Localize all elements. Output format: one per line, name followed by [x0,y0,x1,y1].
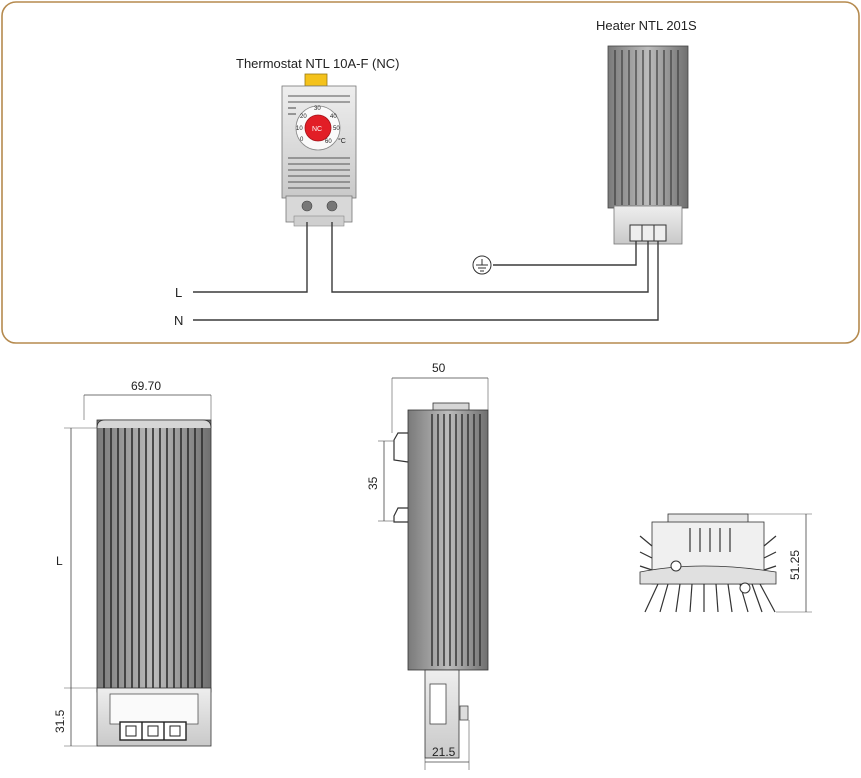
thermostat-terminal-left [301,200,313,212]
heater-terminal-block [629,224,667,242]
front-view-fins [103,428,203,688]
neutral-label: N [174,313,183,328]
line-label: L [175,285,182,300]
dim-terminal-height: 31.5 [53,709,67,733]
thermostat-label: Thermostat NTL 10A-F (NC) [236,56,400,71]
thermostat: NC 0 10 20 30 40 50 60 °C [281,73,357,227]
dim-clip-spacing: 35 [366,476,380,490]
end-view-screw-left [670,560,682,572]
dial-scale-50: 50 [333,126,340,132]
wiring-frame [1,1,860,344]
end-view-screw-right [739,582,751,594]
dial-scale-60: 60 [325,139,332,145]
heater-fins [614,50,679,205]
end-view-fins [639,528,777,613]
dial-scale-0: 0 [300,137,304,143]
dial-scale-40: 40 [330,114,337,120]
thermostat-vents [288,95,350,189]
dim-end-height: 51.25 [788,550,802,580]
wires [193,222,659,321]
dial-text: NC [312,126,322,133]
din-rail-clip [393,432,409,523]
side-view [393,402,489,759]
thermostat-terminal-right [326,200,338,212]
side-view-dimensions: 50 35 21.5 [366,361,489,770]
side-view-fins [431,414,481,666]
end-view [639,513,777,613]
dim-front-height: L [56,554,63,568]
ground-symbol [472,255,492,275]
front-view [96,419,212,747]
thermostat-dial[interactable] [304,114,332,142]
dial-scale-20: 20 [300,114,307,120]
dial-scale-30: 30 [314,106,321,112]
dial-scale-10: 10 [296,126,303,132]
dim-side-width: 50 [432,361,446,375]
end-view-dimensions: 51.25 [748,513,812,613]
heater-label: Heater NTL 201S [596,18,697,33]
heater-wiring [607,45,689,245]
dial-unit: °C [338,137,346,145]
dim-bottom-width: 21.5 [432,745,456,759]
front-view-dimensions: 69.70 L 31.5 [53,379,212,747]
dim-front-width: 69.70 [131,379,161,393]
